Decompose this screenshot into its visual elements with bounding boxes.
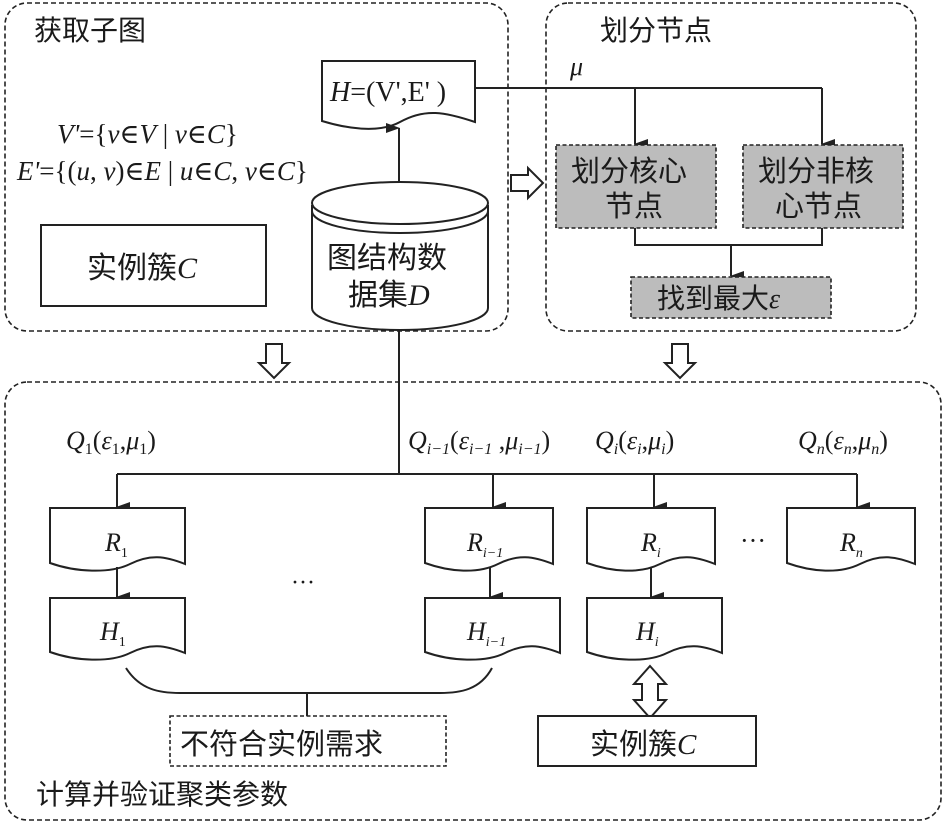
group-title-get-subgraph: 获取子图 <box>34 14 146 47</box>
param-label-i-minus-1: Qi−1(εi−1 ,μi−1) <box>408 426 550 458</box>
doc-R1 <box>49 507 186 572</box>
instance-cluster-box-top <box>40 224 267 307</box>
doc-Rn <box>786 507 916 572</box>
doc-H-i-minus-1-label: Hi−1 <box>466 617 506 650</box>
not-meet-requirement-box <box>169 715 447 767</box>
doc-H-i-minus-1 <box>424 597 561 661</box>
param-label-1: Q1(ε1,μ1) <box>66 426 156 458</box>
brace-failed-subgraphs <box>125 667 493 694</box>
find-max-epsilon-label: 找到最大ε <box>657 282 780 315</box>
doc-Hi <box>586 597 723 661</box>
doc-Hi-label: Hi <box>635 617 659 650</box>
formula-vertex-set: V'={v∈V | v∈C} <box>57 119 238 149</box>
doc-subgraph-H-label: H=(V',E' ) <box>329 77 446 108</box>
instance-cluster-label-top: 实例簇C <box>87 251 198 286</box>
connector-merge-partition <box>634 228 823 246</box>
doc-Ri <box>586 507 716 572</box>
doc-H1 <box>49 597 186 661</box>
hollow-arrow-down-left <box>256 343 292 380</box>
doc-R-i-minus-1-label: Ri−1 <box>466 528 503 561</box>
partition-noncore-line1: 划分非核 <box>758 154 874 188</box>
ellipsis-results: ··· <box>740 526 766 555</box>
group-title-partition-nodes: 划分节点 <box>600 14 712 47</box>
dataset-label-line2: 据集D <box>348 278 430 313</box>
group-title-compute-verify: 计算并验证聚类参数 <box>36 778 288 811</box>
dataset-label-line1: 图结构数 <box>327 241 447 276</box>
formula-edge-set: E'={(u, v)∈E | u∈C, v∈C} <box>16 156 308 186</box>
group-get-subgraph <box>4 2 509 332</box>
param-label-n: Qn(εn,μn) <box>798 426 888 458</box>
doc-R-i-minus-1 <box>424 507 554 572</box>
partition-core-line1: 划分核心 <box>571 154 687 188</box>
group-compute-verify <box>4 381 942 821</box>
doc-H1-label: H1 <box>99 617 126 650</box>
param-label-i: Qi(εi,μi) <box>595 426 674 458</box>
hollow-arrow-right <box>510 165 545 201</box>
not-meet-requirement-label: 不符合实例需求 <box>180 727 383 761</box>
group-partition-nodes <box>545 2 917 332</box>
doc-subgraph-H <box>321 60 476 130</box>
ellipsis-subgraphs: ··· <box>291 570 315 596</box>
partition-core-line2: 节点 <box>605 189 663 223</box>
hollow-double-arrow <box>631 664 669 720</box>
instance-cluster-label-bottom: 实例簇C <box>590 727 697 761</box>
mu-label: μ <box>569 52 583 81</box>
doc-Rn-label: Rn <box>839 528 863 561</box>
doc-Ri-label: Ri <box>640 528 661 561</box>
find-max-epsilon-box <box>630 276 832 319</box>
instance-cluster-box-bottom <box>537 715 757 767</box>
hollow-arrow-down-right <box>662 343 698 380</box>
partition-core-box <box>555 144 717 229</box>
partition-noncore-box <box>742 144 904 229</box>
partition-noncore-line2: 心节点 <box>775 189 862 223</box>
doc-R1-label: R1 <box>104 528 128 561</box>
